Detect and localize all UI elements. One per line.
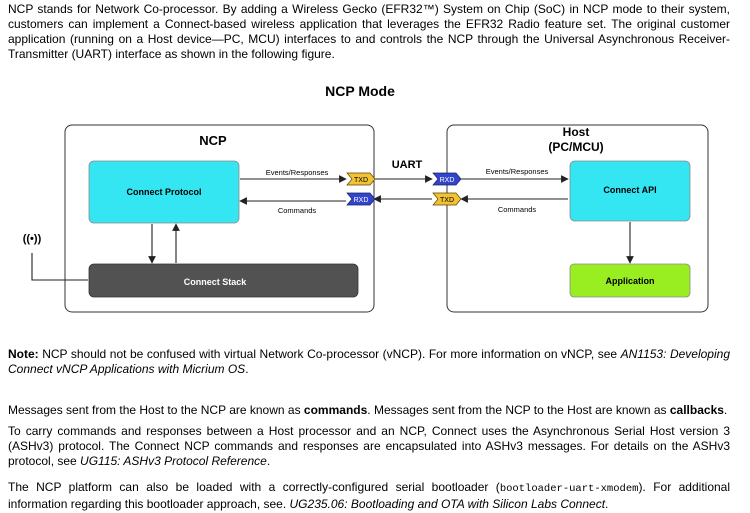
host-label: Host bbox=[563, 125, 590, 139]
host-txd-pin bbox=[432, 192, 462, 206]
connect-api-box bbox=[569, 160, 691, 222]
messages-text-2: . Messages sent from the NCP to the Host… bbox=[367, 403, 670, 417]
messages-text-1: Messages sent from the Host to the NCP a… bbox=[8, 403, 304, 417]
note-reference[interactable]: AN1153: Developing Connect vNCP Applicat… bbox=[8, 347, 730, 376]
bootloader-text-2: ). For additional information regarding … bbox=[8, 480, 731, 511]
host-txd-label: TXD bbox=[440, 197, 454, 204]
bootloader-text-1: The NCP platform can also be loaded with… bbox=[8, 480, 500, 494]
note-text: NCP should not be confused with virtual … bbox=[38, 347, 621, 361]
ncp-label: NCP bbox=[199, 133, 227, 148]
ncp-txd-pin bbox=[346, 172, 376, 186]
events-label-left: Events/Responses bbox=[266, 168, 329, 177]
bootloader-reference[interactable]: UG235.06: Bootloading and OTA with Silic… bbox=[289, 497, 606, 511]
connect-stack-box bbox=[88, 263, 359, 298]
connect-protocol-box bbox=[88, 160, 240, 224]
events-label-right: Events/Responses bbox=[486, 167, 549, 176]
bootloader-code: bootloader-uart-xmodem bbox=[499, 483, 639, 495]
host-rxd-pin bbox=[432, 172, 462, 186]
bootloader-paragraph: The NCP platform can also be loaded with… bbox=[8, 480, 730, 512]
note-end: . bbox=[245, 362, 249, 376]
intro-paragraph: NCP stands for Network Co-processor. By … bbox=[8, 2, 730, 61]
messages-paragraph: Messages sent from the Host to the NCP a… bbox=[8, 403, 730, 418]
ncp-mode-figure: NCP Mode NCP Host (PC/MCU) Connect Proto… bbox=[23, 83, 709, 313]
application-label: Application bbox=[606, 276, 655, 286]
application-box bbox=[569, 263, 691, 298]
connect-api-label: Connect API bbox=[603, 185, 656, 195]
figure-title: NCP Mode bbox=[325, 83, 395, 99]
ashv3-text: To carry commands and responses between … bbox=[8, 424, 730, 468]
note-paragraph: Note: NCP should not be confused with vi… bbox=[8, 347, 730, 377]
ncp-txd-label: TXD bbox=[354, 177, 368, 184]
antenna-icon: ((•)) bbox=[23, 233, 42, 245]
ncp-rxd-pin bbox=[346, 192, 376, 206]
bootloader-end: . bbox=[605, 497, 609, 511]
connect-stack-label: Connect Stack bbox=[184, 277, 248, 287]
ashv3-end: . bbox=[266, 454, 271, 468]
note-label: Note: bbox=[8, 347, 39, 361]
uart-label: UART bbox=[392, 159, 423, 171]
commands-term: commands bbox=[303, 403, 368, 417]
host-rxd-label: RXD bbox=[440, 177, 455, 184]
ashv3-paragraph: To carry commands and responses between … bbox=[8, 424, 730, 469]
commands-label-right: Commands bbox=[498, 205, 537, 214]
ashv3-reference[interactable]: UG115: ASHv3 Protocol Reference bbox=[80, 454, 267, 468]
commands-label-left: Commands bbox=[278, 206, 317, 215]
host-sub-label: (PC/MCU) bbox=[548, 140, 603, 154]
connect-protocol-label: Connect Protocol bbox=[126, 187, 201, 197]
antenna-line bbox=[31, 253, 88, 281]
ncp-rxd-label: RXD bbox=[354, 197, 369, 204]
messages-text-3: . bbox=[723, 403, 728, 417]
callbacks-term: callbacks bbox=[669, 403, 724, 417]
